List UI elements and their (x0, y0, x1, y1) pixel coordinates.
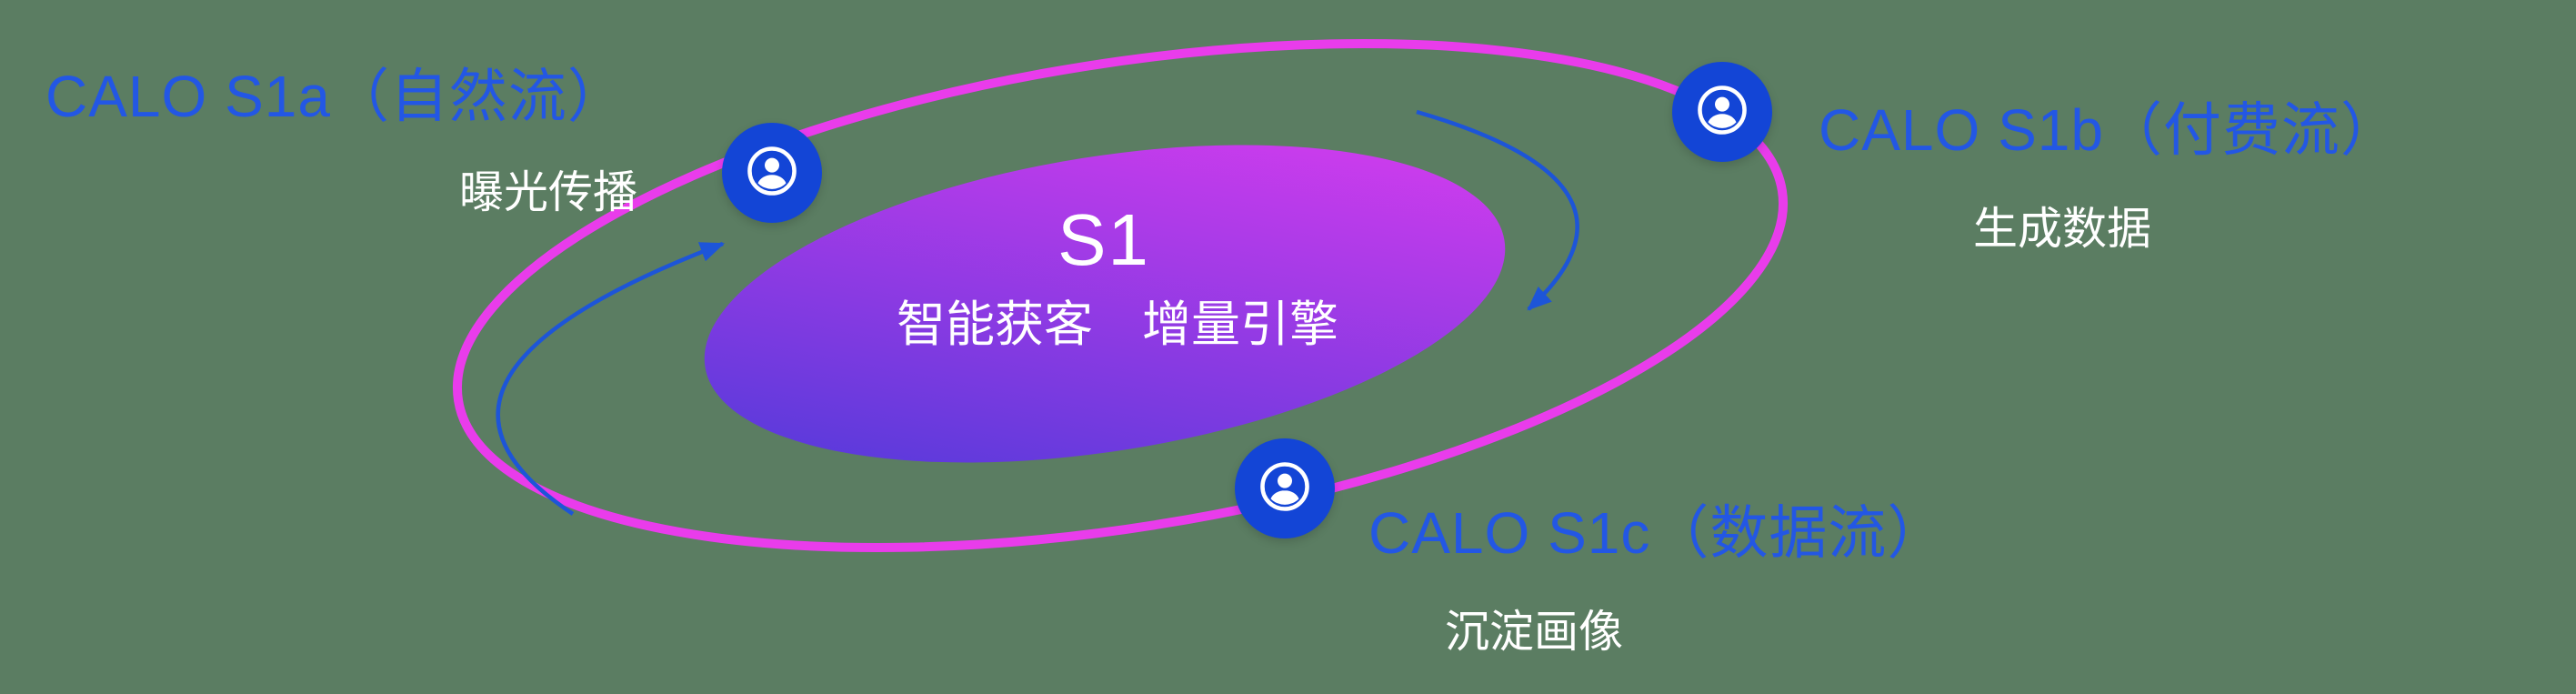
core-subtitle: 智能获客 增量引擎 (897, 297, 1338, 352)
node-s1b (1672, 62, 1772, 162)
orbit-ring (452, 39, 1789, 552)
caption-s1c: 沉淀画像 (1445, 608, 1624, 657)
flow-arrow-right (1416, 109, 1579, 311)
label-s1a: CALO S1a（自然流） (45, 64, 626, 129)
core-ellipse (704, 145, 1506, 463)
node-s1a (722, 123, 822, 223)
node-s1c (1235, 438, 1335, 538)
caption-s1b: 生成数据 (1973, 205, 2152, 254)
label-s1b: CALO S1b（付费流） (1819, 97, 2400, 163)
user-circle-icon (743, 142, 801, 205)
caption-s1a: 曝光传播 (459, 168, 638, 217)
user-circle-icon (1256, 458, 1314, 520)
flow-arrow-left (496, 241, 726, 516)
core-title: S1 (1057, 199, 1150, 280)
label-s1c: CALO S1c（数据流） (1368, 500, 1947, 566)
user-circle-icon (1693, 81, 1751, 144)
